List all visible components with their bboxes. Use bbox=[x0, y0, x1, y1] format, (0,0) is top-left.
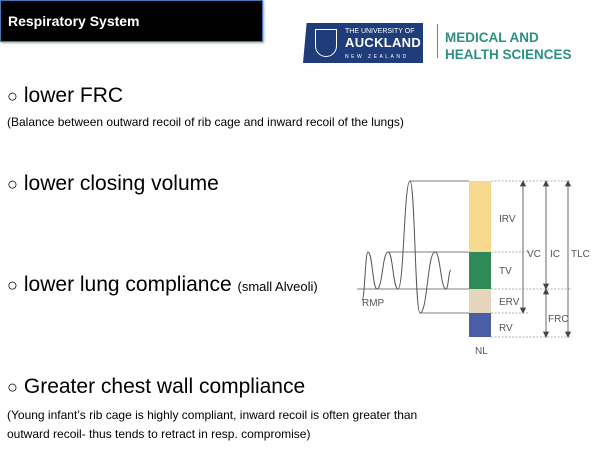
note-chest-wall: (Young infant’s rib cage is highly compl… bbox=[7, 408, 418, 441]
university-logo: THE UNIVERSITY OF AUCKLAND NEW ZEALAND bbox=[303, 23, 423, 63]
bar-segment-rv bbox=[469, 313, 491, 337]
logo-line2: AUCKLAND bbox=[345, 35, 422, 50]
tlc-arrow bbox=[564, 180, 572, 338]
irv-label: IRV bbox=[499, 214, 516, 225]
vc-arrow bbox=[519, 180, 527, 314]
bullet-lower-frc: ○lower FRC bbox=[7, 84, 124, 107]
breathing-wave bbox=[361, 180, 452, 314]
tv-label: TV bbox=[499, 266, 512, 277]
bar-segment-tv bbox=[469, 252, 491, 289]
frc-label: FRC bbox=[548, 314, 569, 325]
frc-arrow bbox=[542, 288, 550, 338]
logo-line1: THE UNIVERSITY OF bbox=[345, 28, 415, 35]
bullet-closing-volume: ○lower closing volume bbox=[7, 172, 219, 195]
slide-title: Respiratory System bbox=[8, 13, 140, 29]
ic-arrow bbox=[542, 180, 550, 290]
erv-label: ERV bbox=[499, 297, 520, 308]
bar-segment-erv bbox=[469, 289, 491, 313]
ic-label: IC bbox=[550, 249, 560, 260]
crest-icon bbox=[315, 29, 337, 57]
logo-line3: NEW ZEALAND bbox=[345, 54, 409, 60]
logo-divider bbox=[437, 24, 438, 58]
tlc-label: TLC bbox=[571, 249, 590, 260]
vc-label: VC bbox=[527, 249, 541, 260]
bullet-lung-compliance: ○lower lung compliance (small Alveoli) bbox=[7, 273, 318, 296]
note-frc: (Balance between outward recoil of rib c… bbox=[7, 115, 404, 129]
nl-label: NL bbox=[475, 346, 488, 357]
rmp-label: RMP bbox=[362, 298, 385, 309]
bar-segment-irv bbox=[469, 181, 491, 252]
bullet-chest-wall: ○Greater chest wall compliance bbox=[7, 375, 306, 398]
rv-label: RV bbox=[499, 323, 513, 334]
slide-title-bar: Respiratory System bbox=[0, 0, 263, 42]
